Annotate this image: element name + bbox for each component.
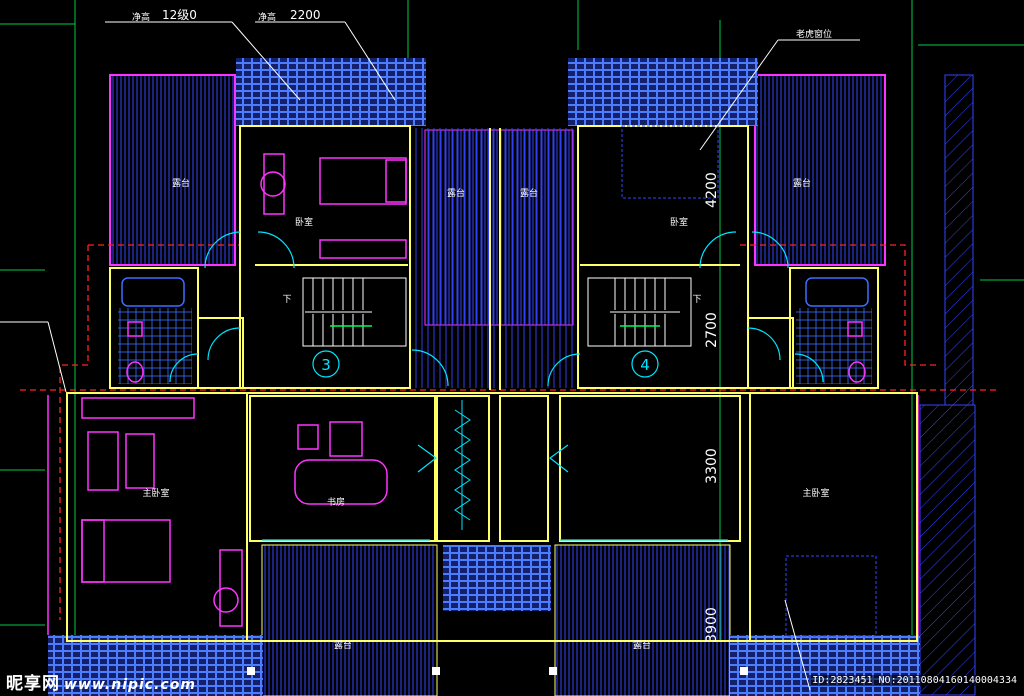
doors [169, 231, 824, 541]
stair-number-label: 4 [640, 356, 650, 374]
clear-height-prefix: 净高 [132, 11, 150, 23]
clear-height-value: 2200 [290, 8, 321, 22]
dimension-label: 4200 [704, 172, 720, 208]
watermark-url: www.nipic.com [64, 677, 196, 693]
stair-number-markers: 3 4 [312, 350, 659, 378]
wardrobe [454, 400, 471, 530]
walls [66, 125, 918, 642]
stair-down-label: 下 [282, 295, 291, 305]
bedroom-label: 卧室 [295, 216, 313, 228]
terrace-label: 露台 [633, 639, 651, 651]
dimension-label: 2700 [704, 312, 720, 348]
terrace-label: 露台 [334, 639, 352, 651]
bedroom-right-furniture [621, 125, 877, 637]
leader-notes: 净高 12级0 净高 2200 老虎窗位 [132, 8, 832, 40]
stair-down-label: 下 [692, 295, 701, 305]
roof-tiles [48, 58, 920, 696]
image-id-label: ID:2823451 NO:20110804160140004334 [809, 675, 1020, 686]
master-bedroom-label: 主卧室 [142, 487, 169, 499]
bathrooms [118, 277, 872, 384]
terrace-label: 露台 [793, 177, 811, 189]
stair-number-label: 3 [321, 356, 331, 374]
leader-lines [0, 21, 860, 691]
watermark-brand-text: 昵享网 [6, 674, 60, 694]
eave-outline [20, 244, 1000, 620]
dimension-label: 3300 [704, 448, 720, 484]
terrace-label: 露台 [172, 177, 190, 189]
study-label: 书房 [327, 496, 345, 508]
master-bedroom-label: 主卧室 [802, 487, 829, 499]
right-neighbor-hatch [944, 74, 974, 406]
stairs [302, 277, 692, 347]
bedroom-label: 卧室 [670, 216, 688, 228]
clear-height-prefix: 净高 [258, 11, 276, 23]
dimension-labels: 4200 2700 3300 3900 [704, 172, 720, 643]
column-markers [247, 667, 748, 675]
furniture [81, 153, 407, 627]
dimension-label: 3900 [704, 607, 720, 643]
terrace-label: 露台 [447, 187, 465, 199]
clear-height-value: 12级0 [162, 8, 197, 22]
terrace-label: 露台 [520, 187, 538, 199]
bottom-terraces [261, 544, 731, 696]
reserved-position-note: 老虎窗位 [796, 28, 832, 40]
room-labels: 露台 露台 露台 露台 卧室 卧室 主卧室 主卧室 书房 露台 露台 下 下 [142, 177, 829, 651]
